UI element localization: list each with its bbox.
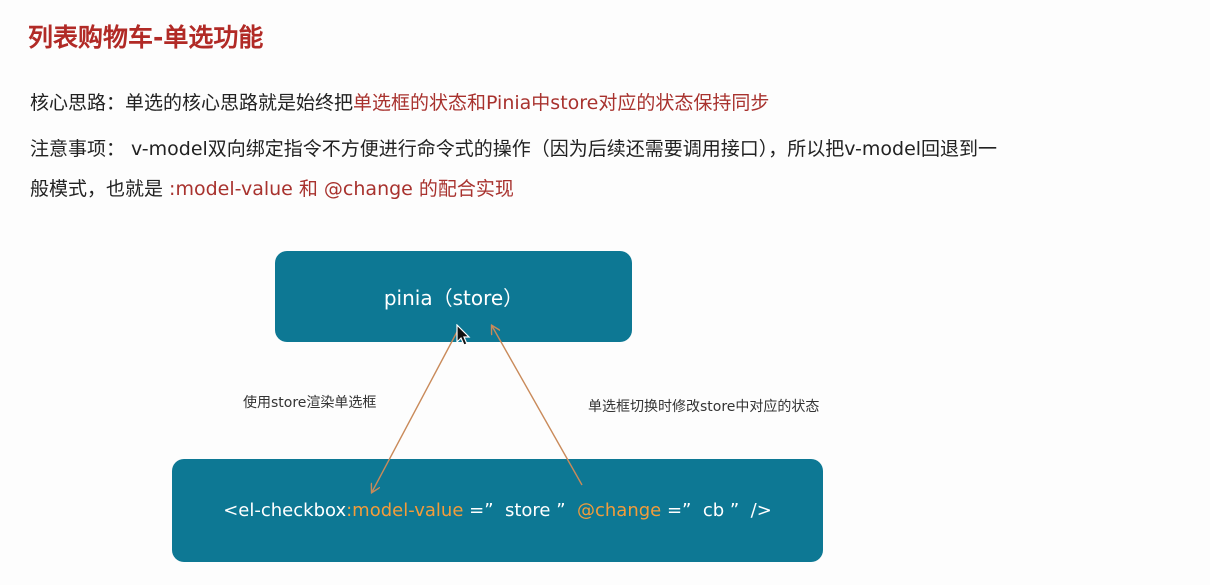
note-line-1: 注意事项： v-model双向绑定指令不方便进行命令式的操作（因为后续还需要调用…: [30, 138, 998, 160]
el-checkbox-box: <el-checkbox :model-value =” store ” @ch…: [172, 459, 823, 562]
note-line-2: 般模式，也就是 :model-value 和 @change 的配合实现: [30, 170, 514, 208]
mouse-cursor-icon: [456, 324, 471, 346]
update-arrow-label: 单选框切换时修改store中对应的状态: [588, 399, 820, 415]
change-attr: @change: [577, 500, 662, 521]
note-line-2-highlight: :model-value 和 @change 的配合实现: [169, 178, 514, 200]
change-value: =” cb ” />: [661, 500, 772, 521]
note-line-2-prefix: 般模式，也就是: [30, 178, 170, 200]
model-value-value: =” store ”: [463, 500, 577, 521]
pinia-store-label: pinia（store）: [383, 286, 524, 310]
render-arrow-label: 使用store渲染单选框: [243, 395, 377, 411]
pinia-store-box: pinia（store）: [275, 251, 632, 342]
core-idea-line: 核心思路：单选的核心思路就是始终把单选框的状态和Pinia中store对应的状态…: [30, 84, 769, 122]
checkbox-tag-open: <el-checkbox: [223, 500, 347, 521]
core-idea-highlight: 单选框的状态和Pinia中store对应的状态保持同步: [353, 92, 770, 114]
model-value-attr: :model-value: [346, 500, 464, 521]
page-title: 列表购物车-单选功能: [28, 23, 264, 52]
core-idea-prefix: 核心思路：单选的核心思路就是始终把: [30, 92, 354, 114]
